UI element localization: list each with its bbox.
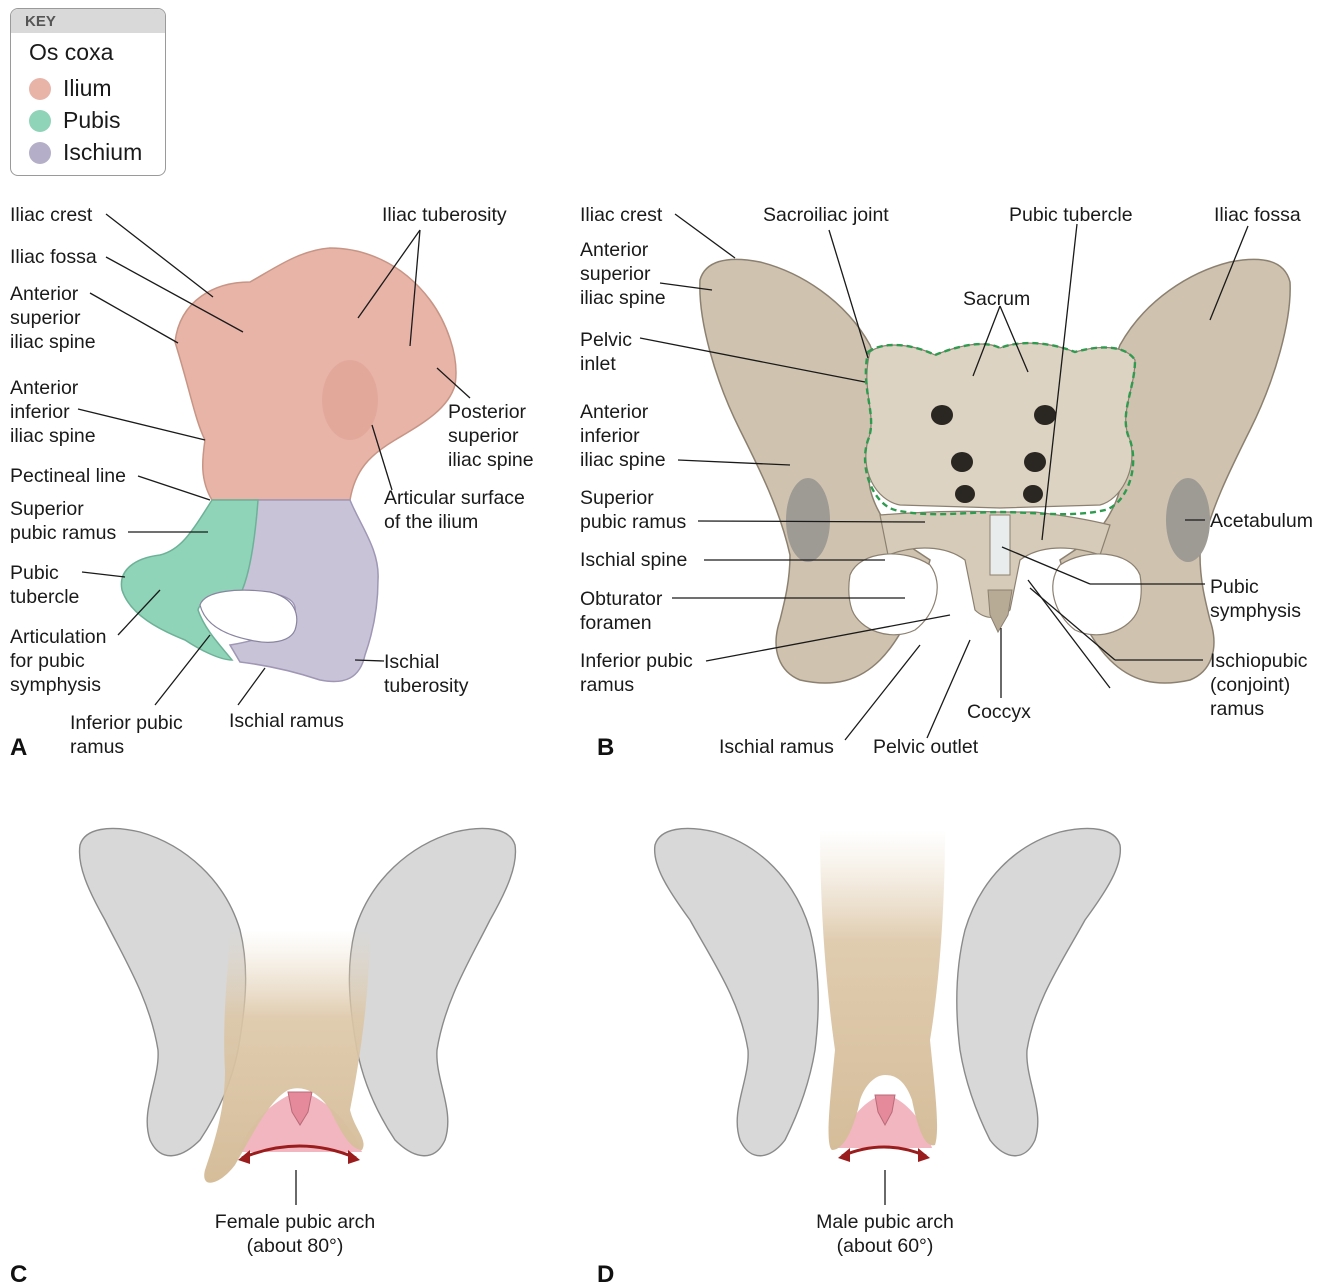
panel-b-pelvis	[700, 259, 1290, 683]
obturator-foramen-b-left	[849, 554, 938, 635]
panel-letter-c: C	[10, 1261, 27, 1286]
label-articular-surface-2: of the ilium	[384, 511, 478, 533]
panel-c-female-pelvis: Female pubic arch (about 80°) C	[10, 828, 515, 1286]
label-aiis-a-2: inferior	[10, 401, 70, 423]
label-psis-1: Posterior	[448, 401, 527, 423]
label-ischiopubic-ramus-2: (conjoint)	[1210, 674, 1290, 696]
sacral-foramen	[1024, 452, 1046, 472]
label-articulation-2: for pubic	[10, 650, 85, 672]
label-ischiopubic-ramus-1: Ischiopubic	[1210, 650, 1308, 672]
label-ischial-tuberosity-2: tuberosity	[384, 675, 469, 697]
label-superior-pubic-ramus-b-1: Superior	[580, 487, 654, 509]
panel-a-hip-bone	[121, 248, 456, 682]
label-iliac-fossa-b: Iliac fossa	[1214, 204, 1301, 226]
label-asis-a-2: superior	[10, 307, 81, 329]
label-iliac-fossa-a: Iliac fossa	[10, 246, 97, 268]
label-sacrum: Sacrum	[963, 288, 1030, 310]
label-superior-pubic-ramus-a-2: pubic ramus	[10, 522, 116, 544]
label-asis-b-2: superior	[580, 263, 651, 285]
label-pectineal-line: Pectineal line	[10, 465, 126, 487]
sacral-foramen	[1034, 405, 1056, 425]
label-pubic-symphysis-1: Pubic	[1210, 576, 1259, 598]
label-iliac-crest-b: Iliac crest	[580, 204, 663, 226]
label-ischial-ramus-b: Ischial ramus	[719, 736, 834, 758]
sacral-foramen	[951, 452, 973, 472]
label-ischial-spine: Ischial spine	[580, 549, 687, 571]
label-pelvic-inlet-1: Pelvic	[580, 329, 632, 351]
panel-letter-b: B	[597, 734, 614, 761]
label-asis-a-1: Anterior	[10, 283, 79, 305]
label-asis-b-3: iliac spine	[580, 287, 666, 309]
label-male-pubic-arch-1: Male pubic arch	[816, 1211, 954, 1233]
sacrum-b	[866, 343, 1135, 508]
label-articulation-1: Articulation	[10, 626, 106, 648]
label-pubic-tubercle-a-1: Pubic	[10, 562, 59, 584]
label-asis-a-3: iliac spine	[10, 331, 96, 353]
label-articular-surface-1: Articular surface	[384, 487, 525, 509]
label-articulation-3: symphysis	[10, 674, 101, 696]
label-coccyx: Coccyx	[967, 701, 1031, 723]
label-pubic-symphysis-2: symphysis	[1210, 600, 1301, 622]
arrowhead-right-icon	[348, 1150, 360, 1164]
label-female-pubic-arch-2: (about 80°)	[247, 1235, 344, 1257]
label-aiis-a-1: Anterior	[10, 377, 79, 399]
sacral-foramen	[955, 485, 975, 503]
label-asis-b-1: Anterior	[580, 239, 649, 261]
panel-d-male-pelvis: Male pubic arch (about 60°) D	[597, 828, 1120, 1286]
panel-letter-a: A	[10, 734, 27, 761]
label-inferior-pubic-ramus-b-2: ramus	[580, 674, 634, 696]
male-ilium-left	[655, 828, 819, 1155]
label-obturator-foramen-1: Obturator	[580, 588, 663, 610]
male-ilium-right	[957, 828, 1121, 1155]
label-aiis-b-1: Anterior	[580, 401, 649, 423]
ilium-region	[175, 248, 456, 500]
label-ischial-tuberosity-1: Ischial	[384, 651, 439, 673]
label-ischial-ramus-a: Ischial ramus	[229, 710, 344, 732]
label-female-pubic-arch-1: Female pubic arch	[215, 1211, 375, 1233]
sacral-foramen	[1023, 485, 1043, 503]
label-inferior-pubic-ramus-a-1: Inferior pubic	[70, 712, 183, 734]
arrowhead-left-icon	[838, 1148, 850, 1162]
male-arch-arrow	[842, 1147, 926, 1156]
label-obturator-foramen-2: foramen	[580, 612, 652, 634]
label-superior-pubic-ramus-a-1: Superior	[10, 498, 84, 520]
label-psis-3: iliac spine	[448, 449, 534, 471]
label-pelvic-inlet-2: inlet	[580, 353, 616, 375]
label-iliac-crest-a: Iliac crest	[10, 204, 93, 226]
acetabulum-left	[786, 478, 830, 562]
obturator-foramen-b-right	[1053, 554, 1142, 635]
label-pubic-tubercle-a-2: tubercle	[10, 586, 79, 608]
label-acetabulum: Acetabulum	[1210, 510, 1313, 532]
pubic-symphysis-shape	[990, 515, 1010, 575]
label-pelvic-outlet: Pelvic outlet	[873, 736, 979, 758]
label-ischiopubic-ramus-3: ramus	[1210, 698, 1264, 720]
label-psis-2: superior	[448, 425, 519, 447]
obturator-foramen-a	[200, 590, 297, 642]
arrowhead-right-icon	[918, 1148, 930, 1162]
label-inferior-pubic-ramus-b-1: Inferior pubic	[580, 650, 693, 672]
coccyx-shape	[988, 590, 1012, 632]
female-ilium-left	[80, 828, 246, 1155]
sacral-foramen	[931, 405, 953, 425]
label-male-pubic-arch-2: (about 60°)	[837, 1235, 934, 1257]
panel-letter-d: D	[597, 1261, 614, 1286]
female-ilium-right	[349, 828, 515, 1155]
label-aiis-b-3: iliac spine	[580, 449, 666, 471]
label-pubic-tubercle-b: Pubic tubercle	[1009, 204, 1133, 226]
label-aiis-a-3: iliac spine	[10, 425, 96, 447]
label-superior-pubic-ramus-b-2: pubic ramus	[580, 511, 686, 533]
label-sacroiliac-joint: Sacroiliac joint	[763, 204, 889, 226]
label-iliac-tuberosity: Iliac tuberosity	[382, 204, 507, 226]
label-inferior-pubic-ramus-a-2: ramus	[70, 736, 124, 758]
articular-surface-shape	[322, 360, 378, 440]
label-aiis-b-2: inferior	[580, 425, 640, 447]
